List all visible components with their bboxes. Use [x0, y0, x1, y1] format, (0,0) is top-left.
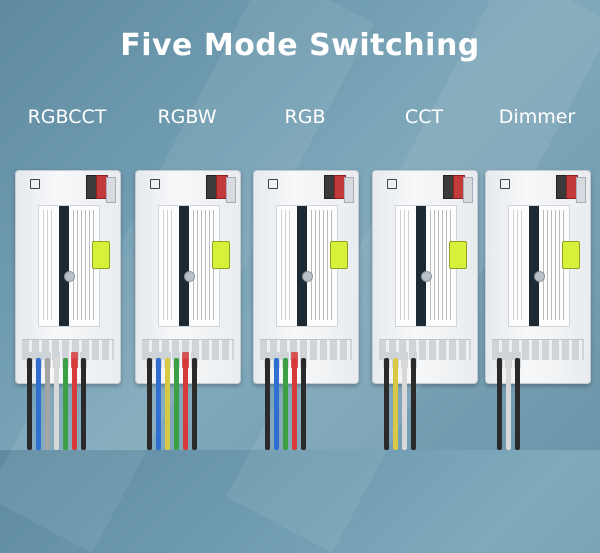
label-text-lines [163, 210, 175, 320]
wire [174, 358, 179, 450]
status-display [92, 241, 110, 269]
label-text-lines [400, 210, 412, 320]
wire [63, 358, 68, 450]
wire [36, 358, 41, 450]
port-icon [387, 179, 397, 189]
led-controller-image [253, 170, 359, 384]
wire [156, 358, 161, 450]
product-label [38, 205, 100, 327]
wire [384, 358, 389, 450]
controller-body [485, 170, 591, 384]
label-band [179, 206, 189, 326]
label-text-lines [543, 210, 565, 320]
ethernet-port [106, 177, 116, 203]
label-text-lines [311, 210, 333, 320]
label-text-lines [281, 210, 293, 320]
status-display [330, 241, 348, 269]
wire [497, 358, 502, 450]
wire [274, 358, 279, 450]
page-title: Five Mode Switching [120, 28, 480, 63]
label-text-lines [513, 210, 525, 320]
wire [292, 358, 297, 450]
wire [411, 358, 416, 450]
wire [54, 358, 59, 450]
port-icon [150, 179, 160, 189]
wire [183, 358, 188, 450]
wire [45, 358, 50, 450]
led-controller-image [485, 170, 591, 384]
led-controller-image [135, 170, 241, 384]
label-text-lines [430, 210, 452, 320]
status-display [212, 241, 230, 269]
mode-label-rgb: RGB [284, 106, 326, 128]
mode-label-cct: CCT [404, 106, 444, 128]
ethernet-port [463, 177, 473, 203]
ethernet-port [226, 177, 236, 203]
wire [301, 358, 306, 450]
wire [27, 358, 32, 450]
mode-label-rgbw: RGBW [157, 106, 217, 128]
wire [515, 358, 520, 450]
wire [393, 358, 398, 450]
mode-button [302, 271, 313, 282]
mode-label-rgbcct: RGBCCT [27, 106, 107, 128]
controller-body [253, 170, 359, 384]
ethernet-port [576, 177, 586, 203]
port-icon [500, 179, 510, 189]
label-band [529, 206, 539, 326]
controller-body [372, 170, 478, 384]
label-text-lines [73, 210, 95, 320]
label-band [416, 206, 426, 326]
wire [72, 358, 77, 450]
port-icon [268, 179, 278, 189]
label-band [59, 206, 69, 326]
ethernet-port [344, 177, 354, 203]
port-icon [30, 179, 40, 189]
wire [506, 358, 511, 450]
led-controller-image [372, 170, 478, 384]
label-band [297, 206, 307, 326]
mode-button [421, 271, 432, 282]
mode-button [64, 271, 75, 282]
wire [81, 358, 86, 450]
mode-label-dimmer: Dimmer [498, 106, 576, 128]
wire [402, 358, 407, 450]
wire [147, 358, 152, 450]
led-controller-image [15, 170, 121, 384]
product-label [395, 205, 457, 327]
mode-button [534, 271, 545, 282]
label-text-lines [193, 210, 215, 320]
product-label [158, 205, 220, 327]
wire [165, 358, 170, 450]
controller-body [135, 170, 241, 384]
product-label [508, 205, 570, 327]
label-text-lines [43, 210, 55, 320]
status-display [449, 241, 467, 269]
status-display [562, 241, 580, 269]
product-label [276, 205, 338, 327]
wire [265, 358, 270, 450]
wire [192, 358, 197, 450]
mode-button [184, 271, 195, 282]
wire [283, 358, 288, 450]
